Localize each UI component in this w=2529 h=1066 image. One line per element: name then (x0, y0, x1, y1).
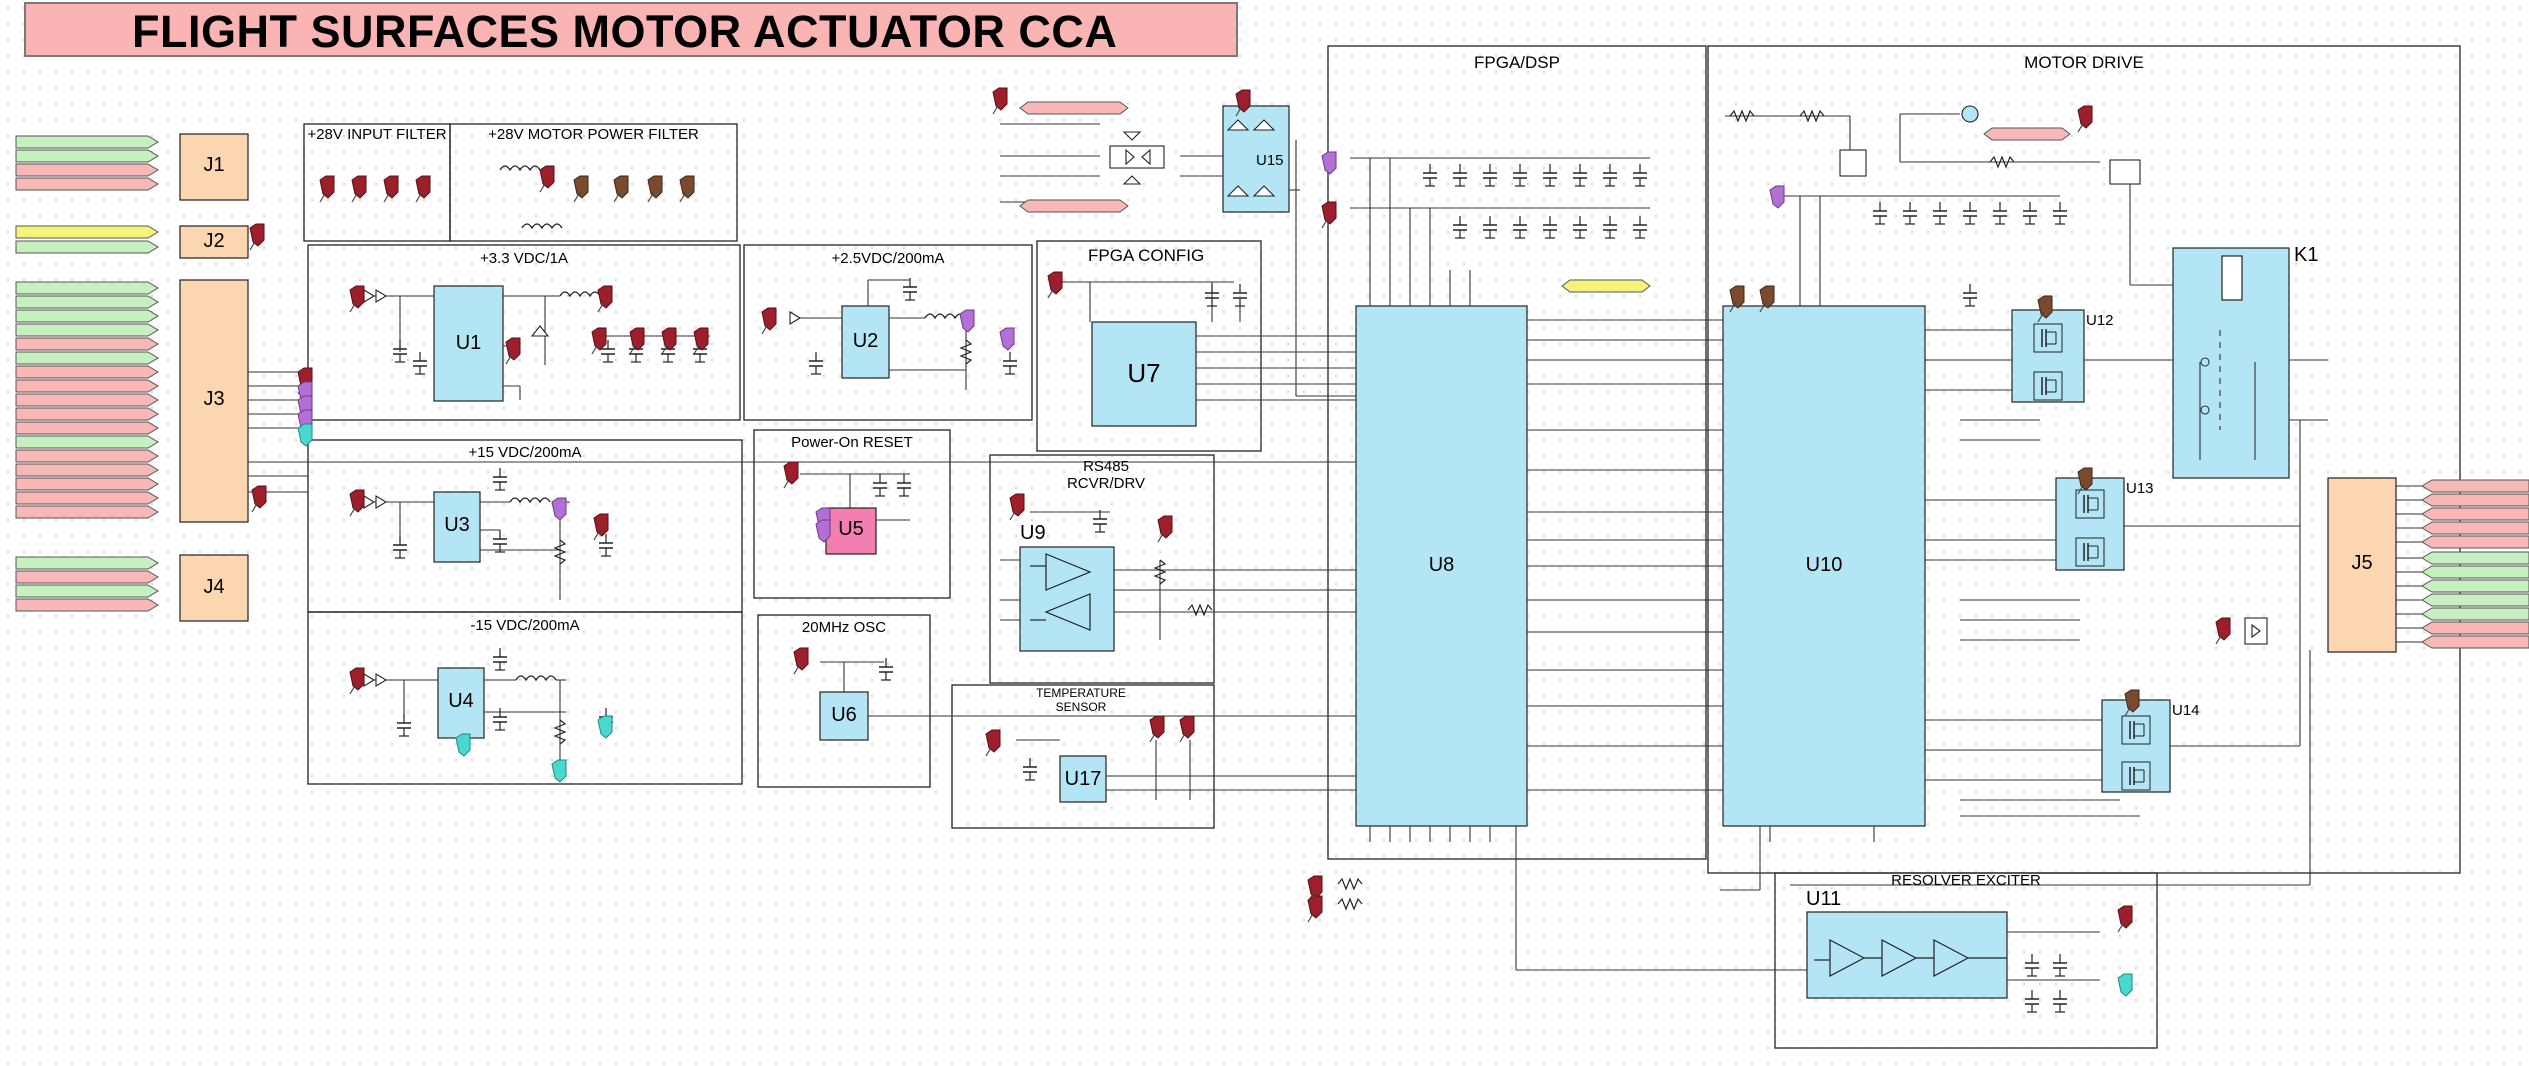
chip-u10: U10 (1805, 554, 1843, 576)
resolver-exciter-label: RESOLVER EXCITER (1891, 872, 2041, 889)
chip-u9: U9 (1020, 522, 1046, 544)
connector-bodies (179, 133, 2397, 653)
connector-j5: J5 (2351, 552, 2373, 574)
reg-m15-label: -15 VDC/200mA (470, 617, 580, 634)
chip-u4: U4 (448, 690, 474, 712)
motor-drive-label: MOTOR DRIVE (2024, 53, 2144, 72)
temp-sensor-label: TEMPERATURE SENSOR (1036, 686, 1126, 714)
net-flags (1019, 101, 2071, 293)
fpga-dsp-label: FPGA/DSP (1474, 53, 1560, 72)
u9-amps (1030, 553, 1092, 631)
connector-j4: J4 (203, 576, 225, 598)
chip-u8: U8 (1428, 554, 1455, 576)
u11-amps (1814, 939, 2007, 977)
power-on-reset-label: Power-On RESET (791, 434, 913, 451)
chip-bodies (433, 105, 2290, 999)
connector-j1: J1 (203, 154, 225, 176)
u5-body (825, 507, 877, 555)
chip-u14: U14 (2172, 702, 2200, 719)
motor-power-filter-label: +28V MOTOR POWER FILTER (488, 126, 699, 143)
reg-p15-label: +15 VDC/200mA (468, 444, 582, 461)
fpga-config-label: FPGA CONFIG (1088, 246, 1205, 265)
chip-u13: U13 (2126, 480, 2154, 497)
input-filter-label: +28V INPUT FILTER (307, 126, 447, 143)
relay-k1: K1 (2294, 244, 2319, 266)
connector-j3: J3 (203, 388, 225, 410)
page-title: FLIGHT SURFACES MOTOR ACTUATOR CCA (132, 6, 1118, 57)
chip-u11: U11 (1806, 888, 1842, 910)
chip-u6: U6 (831, 704, 857, 726)
chip-u15: U15 (1256, 152, 1284, 169)
chip-u5: U5 (838, 518, 864, 540)
k1-coil (2221, 255, 2243, 301)
small-devices (363, 105, 2268, 687)
rs485-label: RS485 RCVR/DRV (1066, 458, 1146, 492)
reg-2v5-label: +2.5VDC/200mA (831, 250, 945, 267)
reg-3v3-label: +3.3 VDC/1A (480, 250, 568, 267)
wires (248, 113, 2422, 981)
chip-u3: U3 (444, 514, 470, 536)
chip-u2: U2 (852, 330, 879, 352)
chip-u1: U1 (455, 332, 482, 354)
title-banner: FLIGHT SURFACES MOTOR ACTUATOR CCA (24, 2, 1238, 57)
section-boxes (303, 45, 2461, 1049)
chip-u17: U17 (1064, 768, 1102, 790)
chip-u12: U12 (2086, 312, 2114, 329)
chip-u7: U7 (1127, 358, 1161, 388)
osc-label: 20MHz OSC (801, 619, 887, 636)
right-signal-arrows (2421, 479, 2529, 649)
connector-j2: J2 (203, 230, 225, 252)
left-signal-arrows (15, 135, 159, 612)
